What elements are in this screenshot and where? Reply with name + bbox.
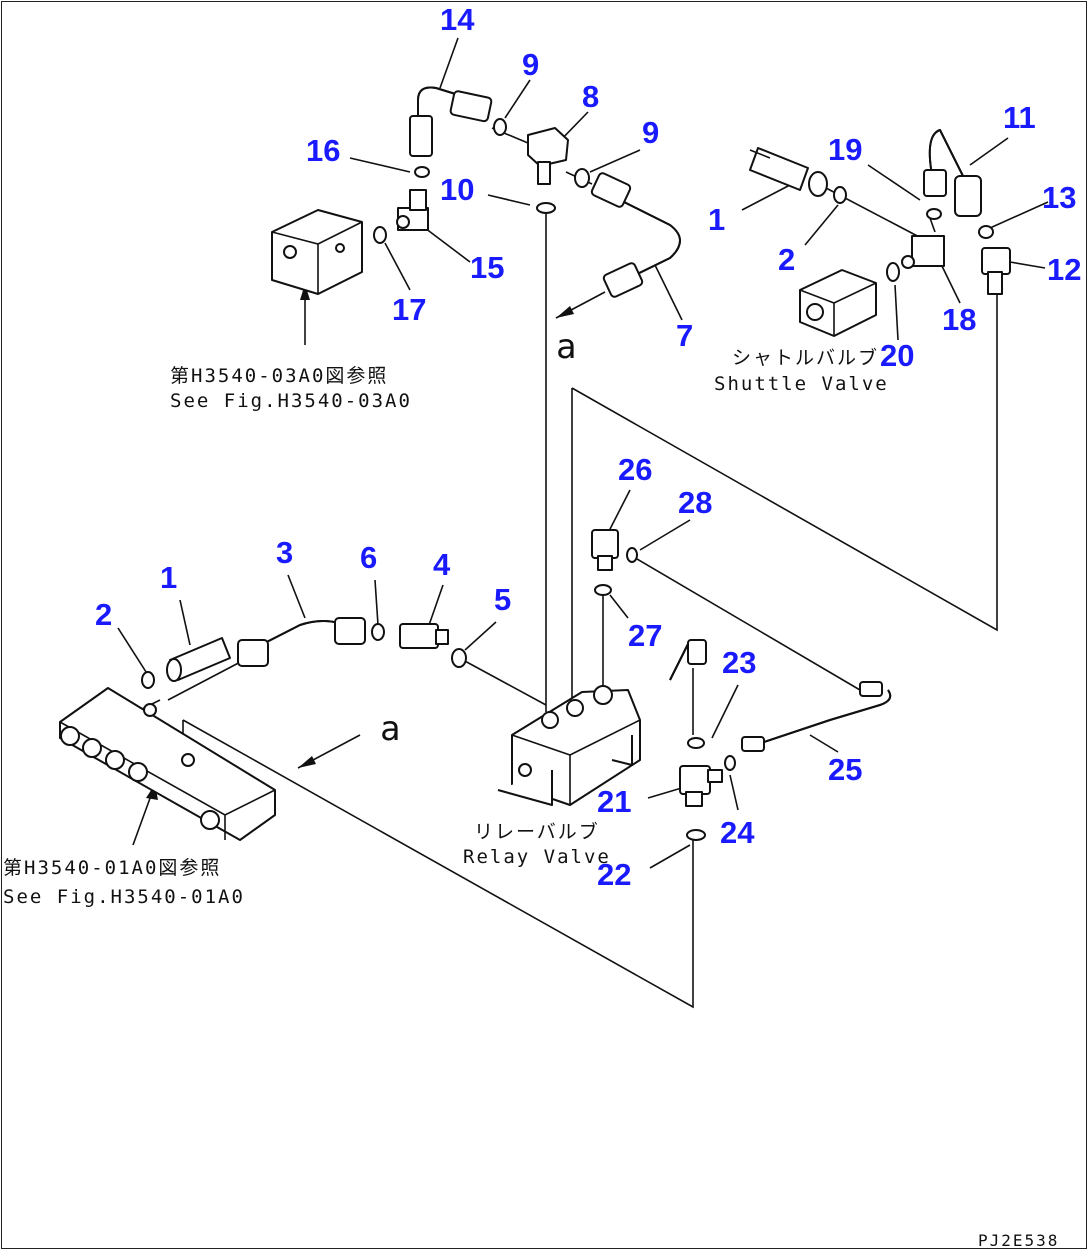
callout-28: 28 xyxy=(678,485,712,520)
callout-21: 21 xyxy=(597,784,631,819)
part-hose-3 xyxy=(237,617,366,667)
callout-9a: 9 xyxy=(522,47,539,82)
part-fitting-26 xyxy=(591,529,619,571)
drawing-code: PJ2E538 xyxy=(978,1231,1059,1250)
callout-20: 20 xyxy=(880,338,914,373)
part-fitting-15 xyxy=(396,189,429,231)
part-fitting-4 xyxy=(399,623,449,649)
callout-12: 12 xyxy=(1047,252,1081,287)
callout-19: 19 xyxy=(828,132,862,167)
connection-a-top: a xyxy=(556,327,576,367)
annotations: 第H3540-03A0図参照 See Fig.H3540-03A0 シャトルバル… xyxy=(3,327,1059,1250)
callout-3: 3 xyxy=(276,535,293,570)
callout-11: 11 xyxy=(1003,100,1036,135)
callout-17: 17 xyxy=(392,292,426,327)
part-manifold-01 xyxy=(59,687,276,841)
relay-valve-jp: リレーバルブ xyxy=(474,820,600,843)
relay-valve-en: Relay Valve xyxy=(463,846,611,868)
callout-1-left: 1 xyxy=(160,560,177,595)
part-fitting-21 xyxy=(679,765,723,807)
part-oring-5 xyxy=(451,648,467,668)
part-oring-16 xyxy=(414,166,430,178)
part-hose-7 xyxy=(590,172,681,298)
callout-10: 10 xyxy=(440,172,474,207)
part-sensor-1-top xyxy=(749,147,828,197)
part-oring-22 xyxy=(686,829,706,841)
callout-5: 5 xyxy=(494,582,511,617)
callout-6: 6 xyxy=(360,540,377,575)
part-oring-27 xyxy=(594,584,612,596)
part-fitting-8 xyxy=(527,127,569,185)
part-hose-11 xyxy=(923,129,982,217)
callout-24: 24 xyxy=(720,815,755,850)
callout-4: 4 xyxy=(433,547,451,582)
callout-27: 27 xyxy=(628,618,662,653)
ref-01-en: See Fig.H3540-01A0 xyxy=(3,886,245,908)
ref-03-jp: 第H3540-03A0図参照 xyxy=(170,365,388,387)
callout-leaders xyxy=(117,37,1049,869)
part-oring-6 xyxy=(371,623,385,641)
part-oring-2-top xyxy=(833,186,847,204)
part-oring-2-left xyxy=(141,671,155,689)
part-oring-10 xyxy=(536,202,556,214)
part-fitting-23-pipe xyxy=(669,639,707,681)
callout-16: 16 xyxy=(306,133,340,168)
ref-01-jp: 第H3540-01A0図参照 xyxy=(3,857,221,879)
part-oring-17 xyxy=(373,226,387,244)
part-oring-28 xyxy=(626,547,638,563)
part-block-03 xyxy=(271,209,363,295)
part-relay-valve-body xyxy=(497,685,641,806)
callout-7: 7 xyxy=(676,318,693,353)
callout-9b: 9 xyxy=(642,115,659,150)
shuttle-valve-en: Shuttle Valve xyxy=(714,373,889,395)
part-oring-13 xyxy=(978,225,994,239)
callout-14: 14 xyxy=(440,2,475,37)
part-shuttle-valve-body xyxy=(799,269,877,337)
callout-8: 8 xyxy=(582,79,599,114)
part-tube-25 xyxy=(741,681,892,752)
part-elbow-12 xyxy=(981,247,1011,295)
connection-a-bottom: a xyxy=(380,709,400,749)
part-oring-24 xyxy=(724,755,736,771)
callout-2-left: 2 xyxy=(95,597,112,632)
callout-numbers: 14 9 8 9 16 10 15 17 7 11 19 13 1 2 12 1… xyxy=(95,2,1081,892)
part-sensor-1-left xyxy=(166,637,231,682)
callout-15: 15 xyxy=(470,250,504,285)
callout-18: 18 xyxy=(942,302,976,337)
part-oring-9a xyxy=(493,118,507,136)
callout-22: 22 xyxy=(597,857,631,892)
callout-13: 13 xyxy=(1042,180,1076,215)
shuttle-valve-jp: シャトルバルブ xyxy=(732,346,879,369)
part-oring-23 xyxy=(687,737,705,749)
ref-03-en: See Fig.H3540-03A0 xyxy=(170,390,412,412)
callout-23: 23 xyxy=(722,645,756,680)
part-fitting-18 xyxy=(901,235,945,269)
callout-1-top: 1 xyxy=(708,202,725,237)
part-oring-9b xyxy=(574,168,590,188)
part-hose-14 xyxy=(409,86,493,157)
callout-2-top: 2 xyxy=(778,242,795,277)
part-oring-20 xyxy=(886,262,900,282)
callout-26: 26 xyxy=(618,452,652,487)
callout-25: 25 xyxy=(828,752,862,787)
part-oring-19 xyxy=(926,208,942,220)
